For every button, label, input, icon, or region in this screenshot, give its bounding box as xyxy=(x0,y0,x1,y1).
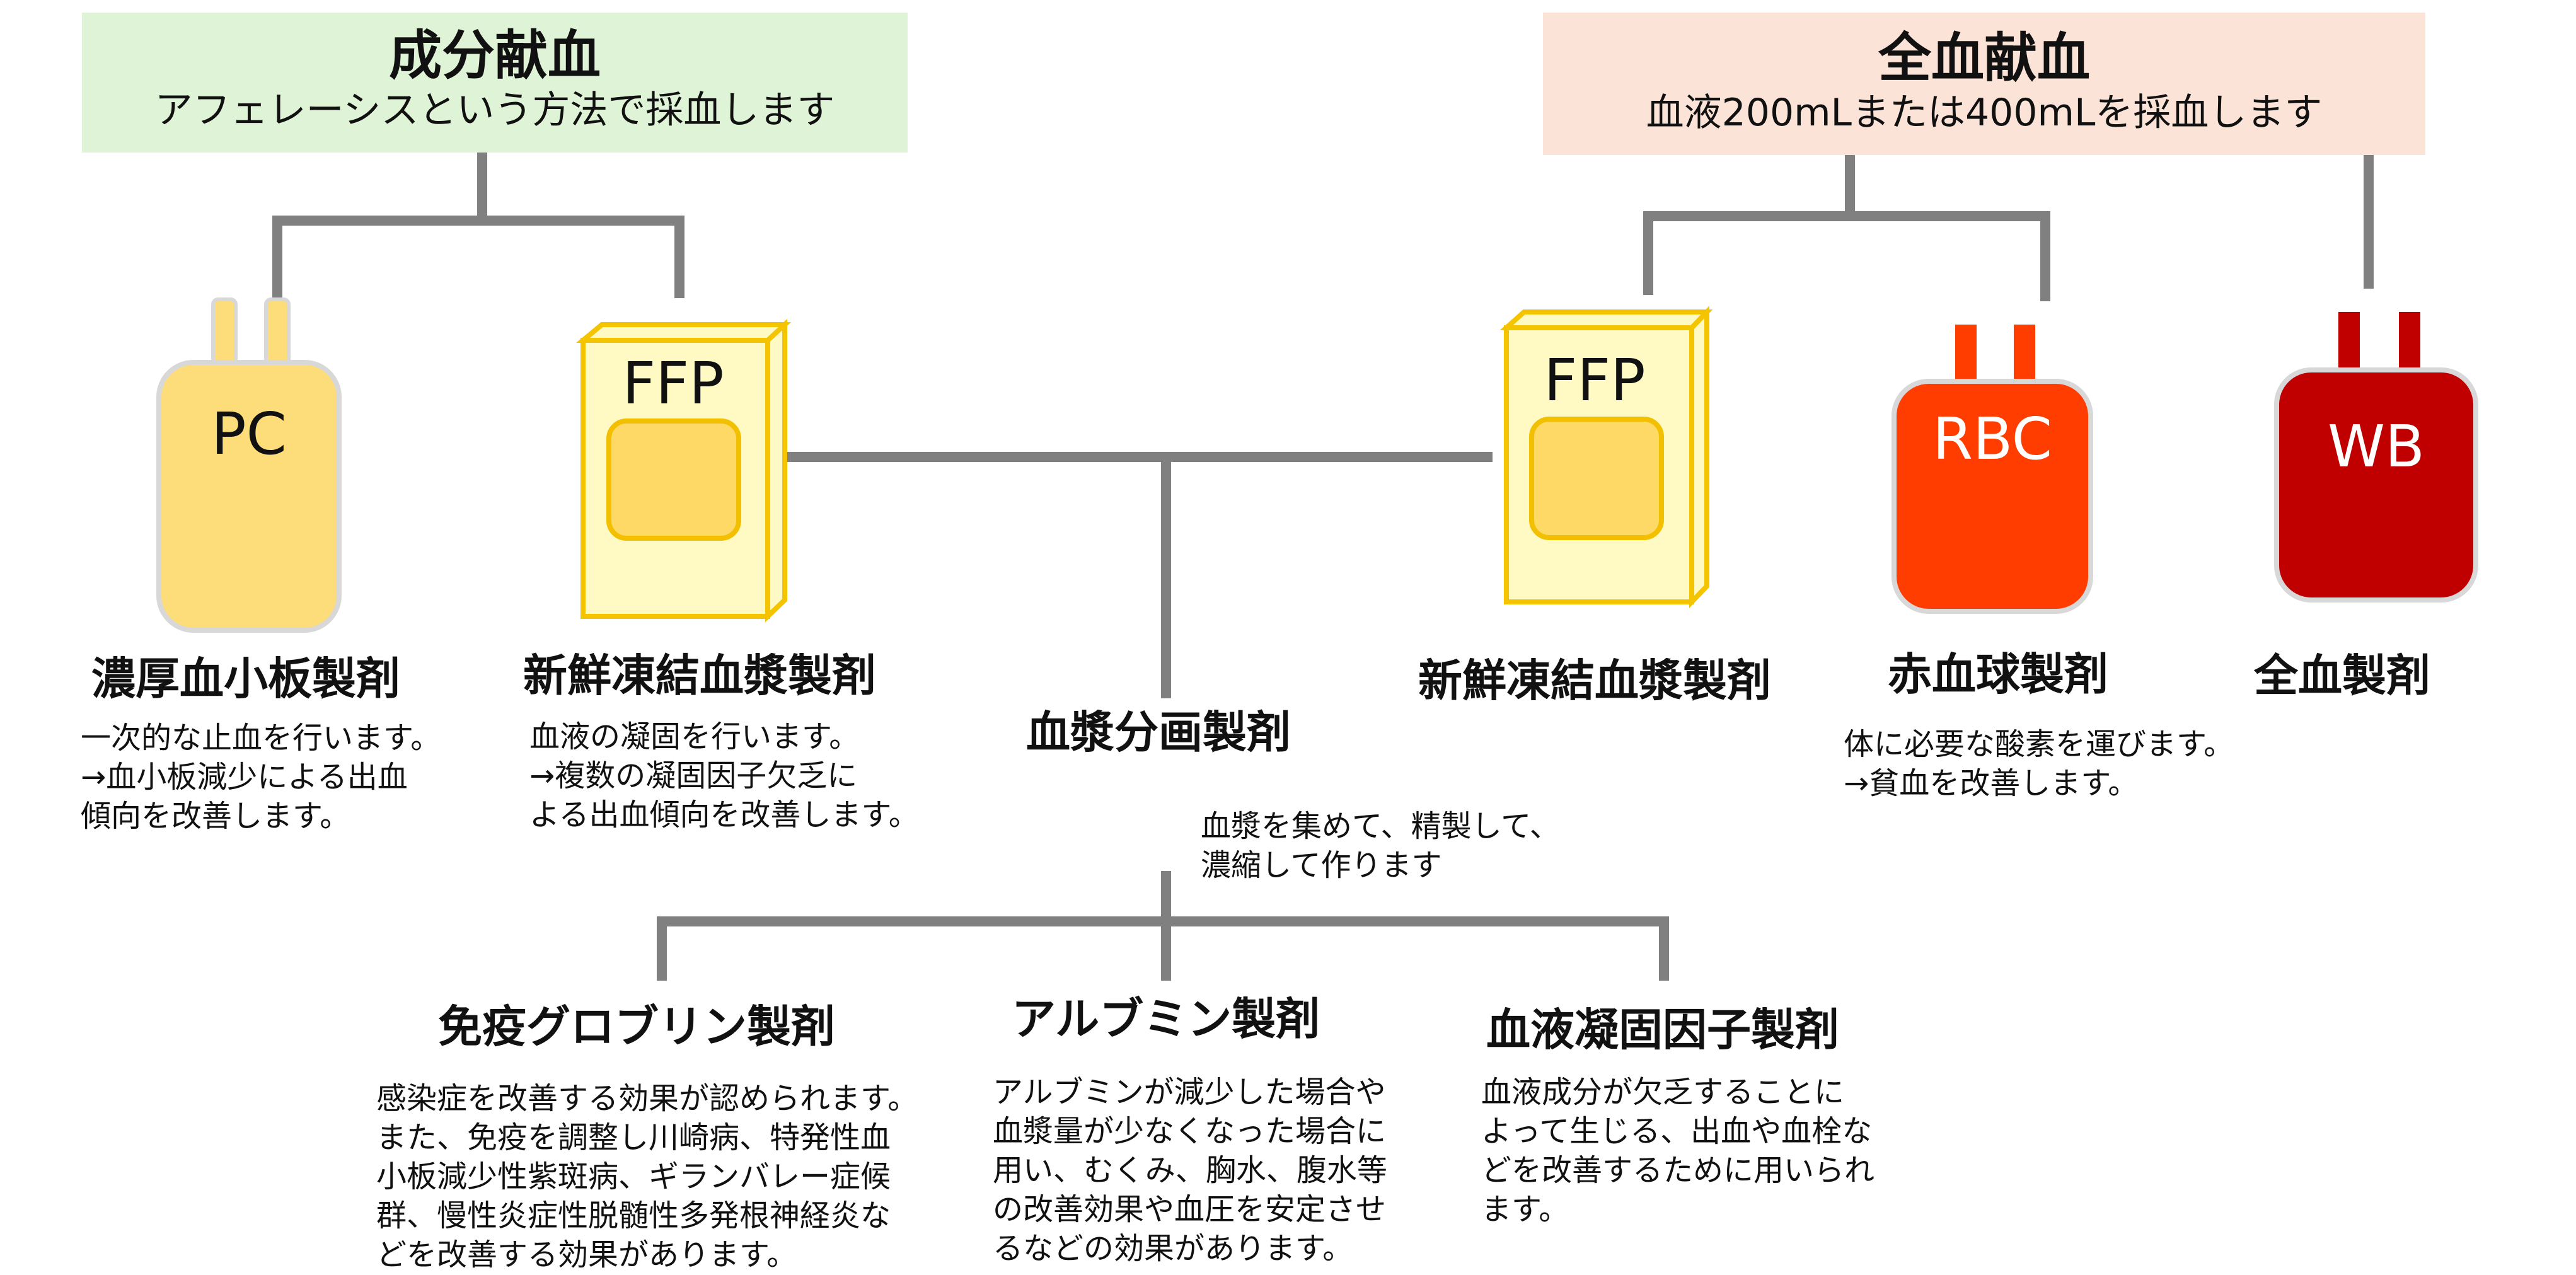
product-name-rbc: 赤血球製剤 xyxy=(1888,649,2108,700)
bag-label: RBC xyxy=(1932,405,2052,473)
bag-port xyxy=(211,297,238,371)
product-desc-rbc: 体に必要な酸素を運びます。 →貧血を改善します。 xyxy=(1844,727,2234,801)
wb-bag-icon: WB xyxy=(2274,312,2478,603)
product-name-pc: 濃厚血小板製剤 xyxy=(91,653,400,705)
component-donation-banner: 成分献血 アフェレーシスという方法で採血します xyxy=(82,13,908,153)
bag-label: PC xyxy=(211,400,287,468)
bag-body xyxy=(1892,379,2093,614)
banner-subtitle: アフェレーシスという方法で採血します xyxy=(154,88,835,132)
bag-body xyxy=(156,360,342,633)
product-desc-ffp-left: 血液の凝固を行います。 →複数の凝固因子欠乏に よる出血傾向を改善します。 xyxy=(529,719,919,833)
rbc-bag-icon: RBC xyxy=(1892,325,2093,614)
bag-label: WB xyxy=(2328,413,2425,480)
banner-title: 全血献血 xyxy=(1878,27,2090,89)
fraction-desc-albumin: アルブミンが減少した場合や 血漿量が少なくなった場合に 用い、むくみ、胸水、腹水… xyxy=(993,1075,1387,1266)
ffp-box-right-icon: FFP xyxy=(1499,306,1713,608)
box-side xyxy=(765,318,787,623)
fraction-name-immunoglobulin: 免疫グロブリン製剤 xyxy=(438,1001,835,1053)
bag-port xyxy=(1955,325,1977,388)
bag-label: FFP xyxy=(622,350,724,417)
product-name-ffp-left: 新鮮凍結血漿製剤 xyxy=(523,650,876,701)
product-name-ffp-right: 新鮮凍結血漿製剤 xyxy=(1418,655,1771,707)
bag-label: FFP xyxy=(1544,347,1645,414)
bag-port xyxy=(2014,325,2035,388)
fraction-desc-immunoglobulin: 感染症を改善する効果が認められます。 また、免疫を調整し川崎病、特発性血 小板減… xyxy=(376,1081,918,1272)
fraction-name-coagulation: 血液凝固因子製剤 xyxy=(1486,1004,1839,1056)
product-desc-plasma-fraction: 血漿を集めて、精製して、 濃縮して作ります xyxy=(1201,809,1560,883)
product-name-plasma-fraction: 血漿分画製剤 xyxy=(1026,707,1291,758)
product-name-wb: 全血製剤 xyxy=(2254,650,2430,701)
banner-subtitle: 血液200mLまたは400mLを採血します xyxy=(1646,91,2323,135)
fraction-name-albumin: アルブミン製剤 xyxy=(1012,993,1320,1045)
box-window xyxy=(1529,417,1664,540)
bag-body xyxy=(2274,367,2478,603)
fraction-desc-coagulation: 血液成分が欠乏することに よって生じる、出血や血栓な どを改善するために用いられ… xyxy=(1481,1075,1875,1227)
ffp-box-left-icon: FFP xyxy=(575,318,792,623)
bag-port xyxy=(2338,312,2360,375)
bag-port xyxy=(264,297,291,371)
product-desc-pc: 一次的な止血を行います。 →血小板減少による出血 傾向を改善します。 xyxy=(81,720,441,834)
bag-port xyxy=(2399,312,2420,375)
banner-title: 成分献血 xyxy=(388,25,601,86)
box-window xyxy=(606,418,741,541)
whole-donation-banner: 全血献血 血液200mLまたは400mLを採血します xyxy=(1543,13,2425,155)
pc-bag-icon: PC xyxy=(156,297,342,633)
